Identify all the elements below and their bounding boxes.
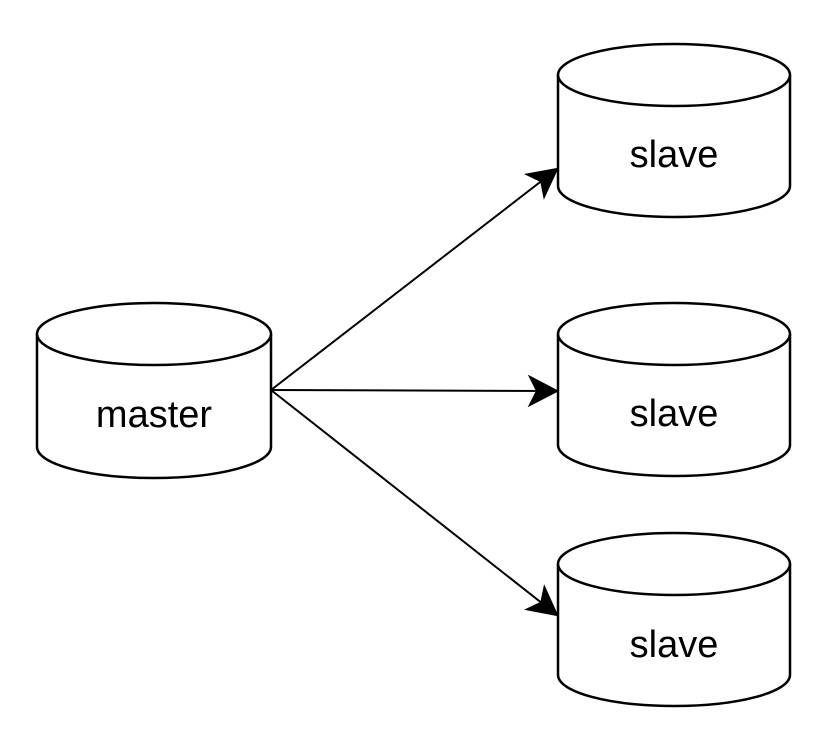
slave-3-cylinder-top	[556, 531, 792, 597]
edge-master-to-slave-3	[270, 389, 559, 617]
slave-2-cylinder-top	[556, 301, 792, 367]
slave-node-1: slave	[556, 42, 792, 219]
edge-master-to-slave-1	[270, 167, 559, 391]
slave-1-label: slave	[630, 134, 719, 176]
slave-2-cylinder-body	[556, 334, 792, 478]
edge-master-to-slave-2	[270, 374, 560, 408]
slave-3-cylinder-body	[556, 564, 792, 708]
slave-node-3: slave	[556, 531, 792, 708]
edges-group	[270, 167, 560, 617]
master-cylinder-body	[35, 334, 273, 480]
master-cylinder-top	[35, 301, 273, 367]
slave-1-cylinder-top	[556, 42, 792, 108]
master-node: master	[35, 301, 273, 480]
slave-1-cylinder-body	[556, 75, 792, 219]
slave-2-label: slave	[630, 393, 719, 435]
master-label: master	[96, 394, 212, 436]
slave-node-2: slave	[556, 301, 792, 478]
slave-3-label: slave	[630, 624, 719, 666]
